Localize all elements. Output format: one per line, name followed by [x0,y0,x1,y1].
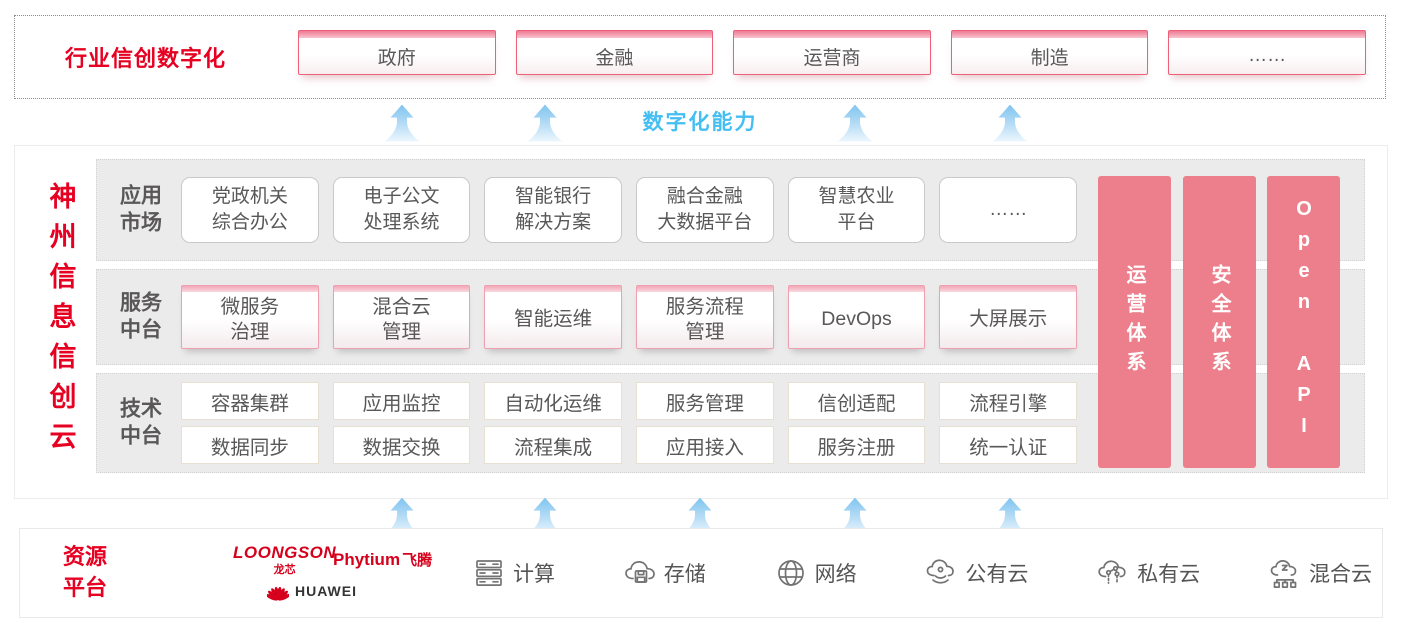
tech-box: 数据交换 [332,426,471,464]
tech-box: 应用接入 [636,426,774,464]
private-cloud-icon [1098,560,1126,584]
up-arrow-icon [987,497,1033,535]
loongson-logo: LOONGSON 龙芯 [233,543,337,576]
app-market-box: …… [939,177,1078,243]
tech-box: 自动化运维 [484,382,623,420]
app-market-box: 融合金融 大数据平台 [636,177,774,243]
app-market-box: 智慧农业 平台 [787,177,926,243]
tech-box: 流程集成 [484,426,623,464]
resource-item: 计算 [472,556,555,590]
resource-platform-title: 资源 平台 [62,544,107,600]
pillar-open-api: Open API [1267,176,1340,468]
resource-platform-panel: 资源 平台 LOONGSON 龙芯 Phytium 飞腾 [19,528,1383,618]
industry-dotted-panel: 行业信创数字化 政府金融运营商制造 …… [14,15,1386,99]
layer-label: 应用 市场 [120,184,162,235]
pillar-security-system: 安全体系 [1183,176,1256,468]
service-box: 大屏展示 [939,285,1078,349]
app-market-box: 电子公文 处理系统 [332,177,471,243]
resource-item: 私有云 [1096,556,1200,590]
industry-panel-title: 行业信创数字化 [65,46,227,71]
layer-app-market: 应用 市场 党政机关 综合办公电子公文 处理系统智能银行 解决方案融合金融 大数… [96,159,1365,261]
layer-tech-middle: 技术 中台 容器集群应用监控自动化运维服务管理信创适配流程引擎 数据同步数据交换… [96,373,1365,473]
resource-item: 网络 [774,556,857,590]
up-arrow-icon [832,497,878,535]
tech-box: 容器集群 [181,382,319,420]
compute-server-icon [476,560,502,586]
pillar-operations-system: 运营体系 [1098,176,1171,468]
huawei-flower-icon [267,586,289,601]
tech-box: 应用监控 [332,382,471,420]
up-arrow-icon [832,104,878,142]
industry-box: 运营商 [733,30,931,75]
industry-box: 金融 [515,30,714,75]
industry-box: 政府 [298,30,496,75]
tech-box: 流程引擎 [939,382,1078,420]
app-market-box: 党政机关 综合办公 [181,177,319,243]
service-box: DevOps [787,285,926,349]
layer-label: 服务 中台 [120,291,162,342]
resource-item: 存储 [623,556,706,590]
layer-label: 技术 中台 [120,397,162,448]
tech-box: 服务管理 [636,382,774,420]
tech-box-row-1: 容器集群应用监控自动化运维服务管理信创适配流程引擎 [181,382,1078,420]
platform-main-panel: 神州信息信创云 应用 市场 党政机关 综合办公电子公文 处理系统智能银行 解决方… [14,145,1388,499]
up-arrow-icon [379,104,425,142]
service-box: 服务流程 管理 [636,285,774,349]
storage-cloud-icon [624,561,655,583]
service-box: 微服务 治理 [181,285,319,349]
public-cloud-icon [927,559,955,584]
capability-label: 数字化能力 [642,111,758,134]
hybrid-cloud-icon [1270,560,1297,588]
tech-box-row-2: 数据同步数据交换流程集成应用接入服务注册统一认证 [181,426,1078,464]
network-globe-icon [777,560,804,586]
tech-box: 数据同步 [181,426,319,464]
service-box: 智能运维 [484,285,623,349]
up-arrow-icon [379,497,425,535]
up-arrow-icon [522,104,568,142]
platform-title-vertical: 神州信息信创云 [45,182,76,462]
up-arrow-icon [522,497,568,535]
up-arrow-icon [987,104,1033,142]
resource-item: 混合云 [1268,556,1372,590]
app-market-box: 智能银行 解决方案 [484,177,623,243]
phytium-logo: Phytium 飞腾 [333,550,433,569]
huawei-logo: HUAWEI [267,581,357,601]
industry-box-row: 政府金融运营商制造 …… [298,30,1366,75]
resource-item: 公有云 [924,556,1028,590]
industry-box: 制造 [950,30,1149,75]
industry-box: …… [1168,30,1366,75]
vendor-logos: LOONGSON 龙芯 Phytium 飞腾 HUAWEI [205,529,495,617]
app-market-box-row: 党政机关 综合办公电子公文 处理系统智能银行 解决方案融合金融 大数据平台智慧农… [181,177,1078,243]
service-box: 混合云 管理 [332,285,471,349]
tech-box: 信创适配 [787,382,926,420]
up-arrow-icon [677,497,723,535]
tech-box: 服务注册 [787,426,926,464]
tech-box: 统一认证 [939,426,1078,464]
resource-item-row: 计算 存储 网络 [460,529,1384,617]
